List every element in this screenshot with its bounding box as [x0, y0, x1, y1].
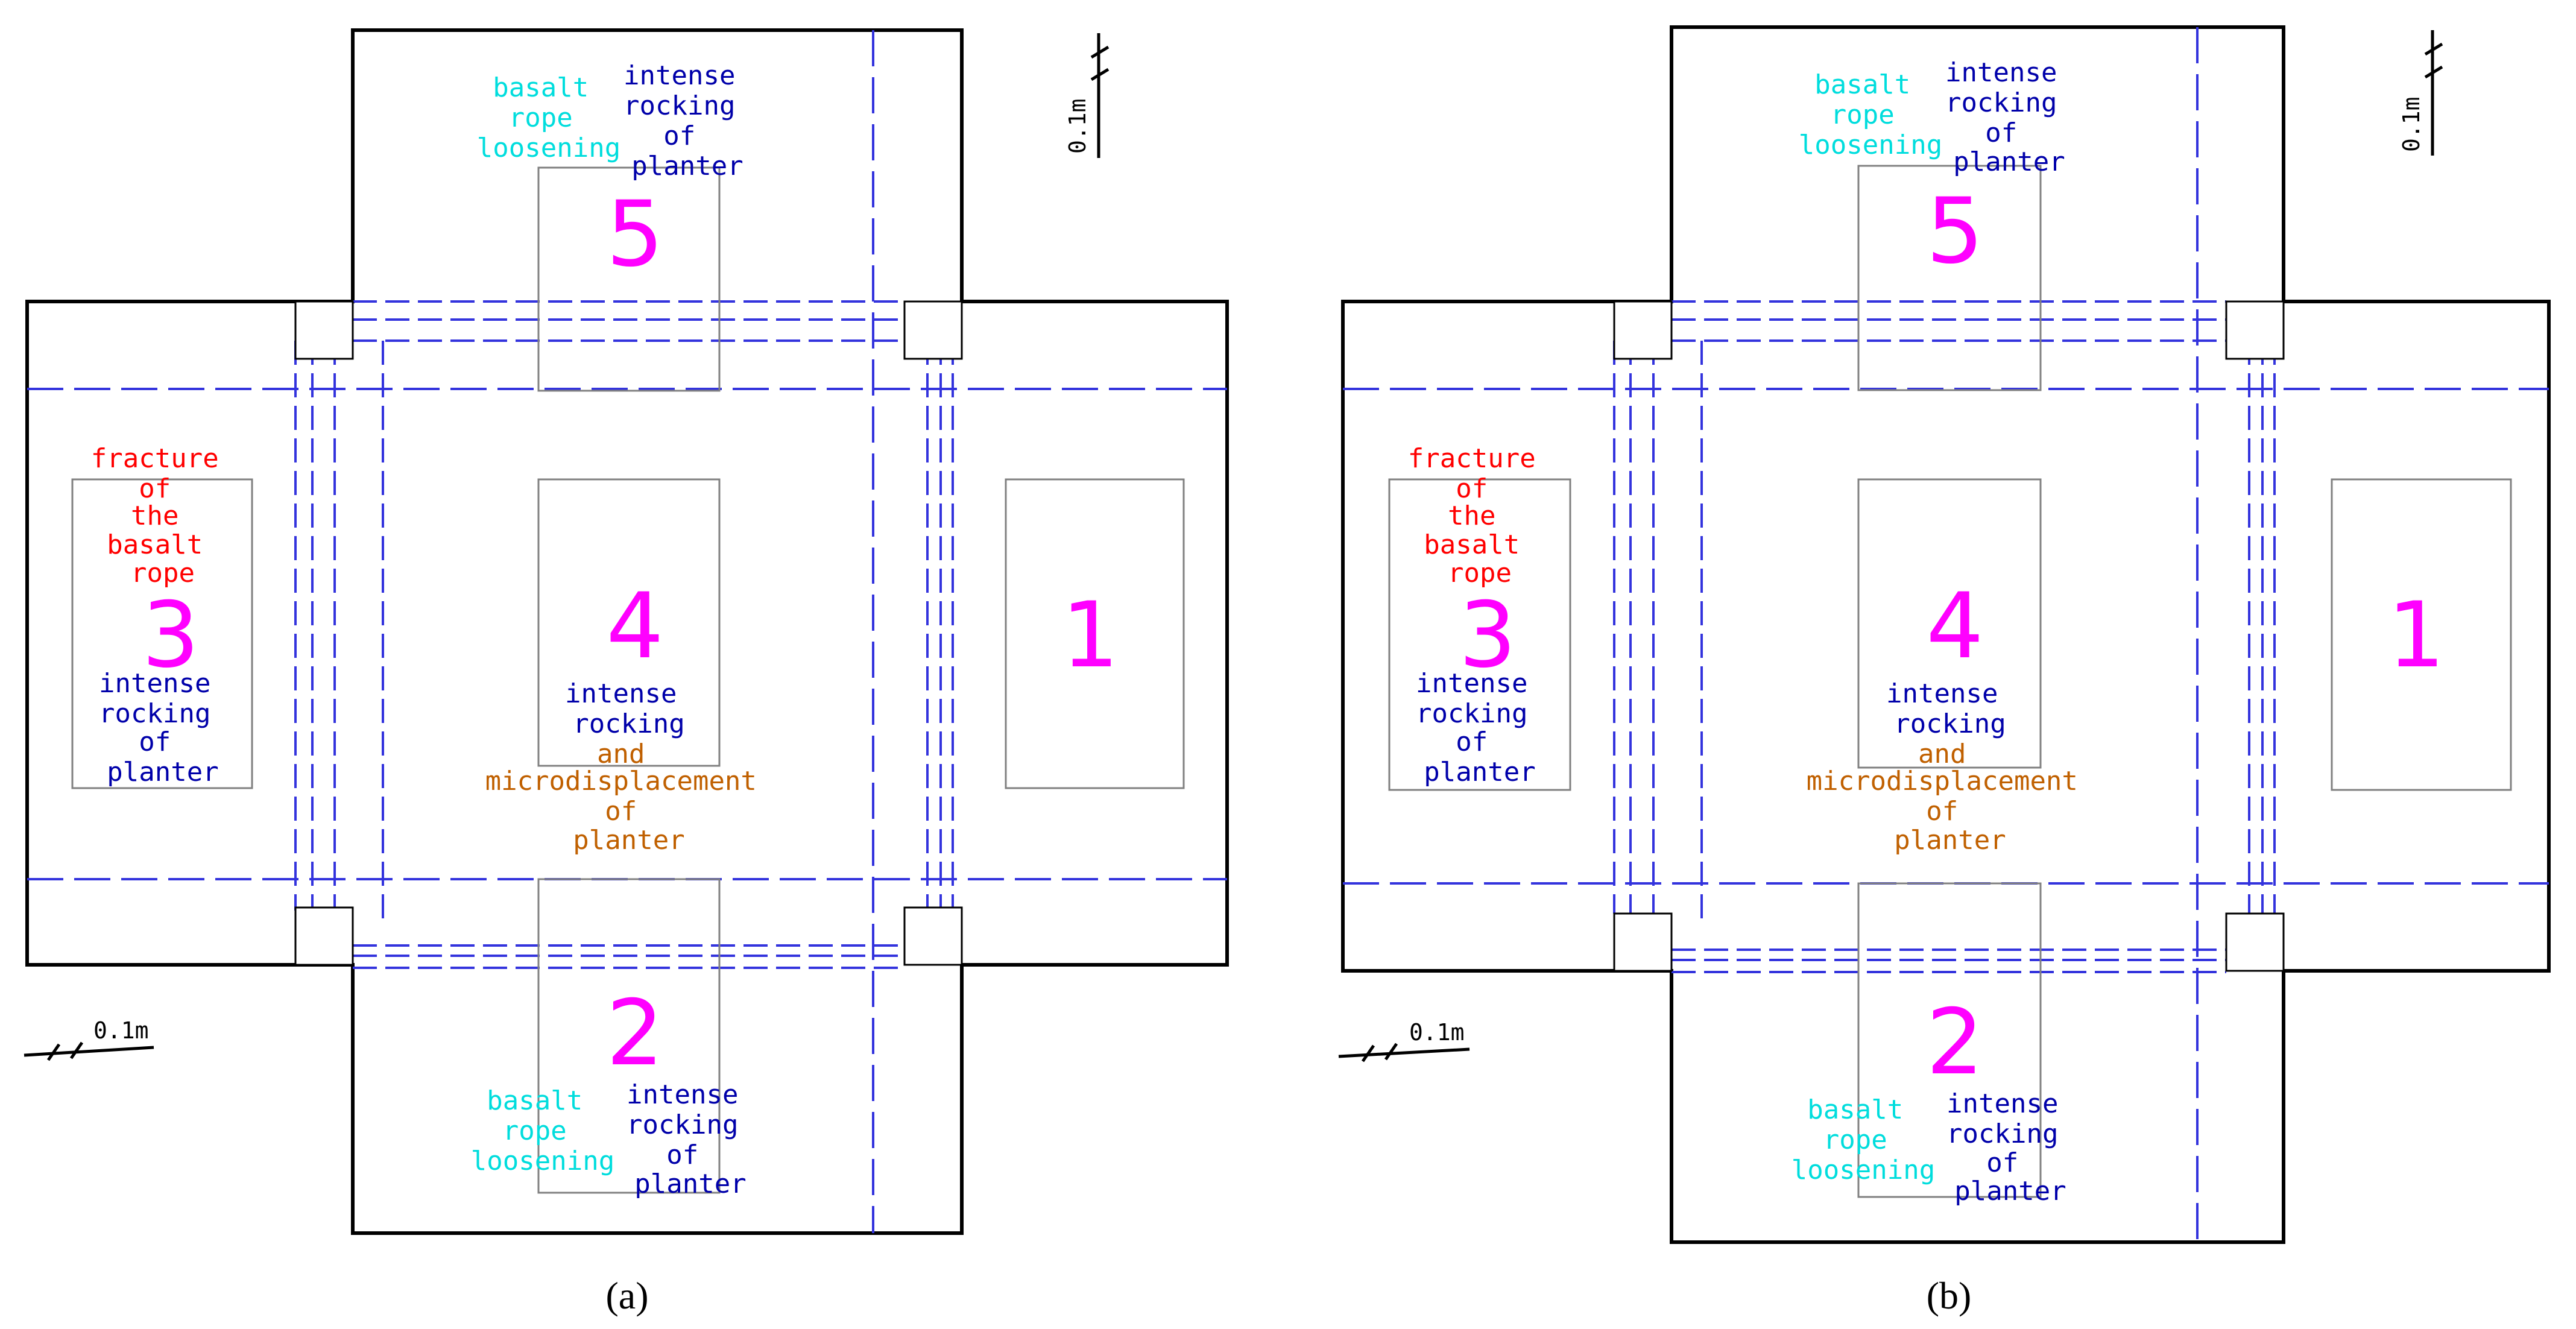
- rocking-label: intense rocking of planter: [99, 668, 227, 788]
- column: [1613, 912, 1673, 972]
- scale-bar-horizontal: 0.1m: [1338, 1019, 1470, 1062]
- zone-number-1: 1: [2387, 583, 2445, 688]
- column: [2225, 300, 2285, 360]
- rocking-label: intense rocking of planter: [623, 60, 751, 182]
- axis-lines: [27, 30, 1227, 1233]
- column: [294, 300, 354, 360]
- planter-box-5: [1857, 165, 2042, 391]
- zone-number-3: 3: [142, 583, 199, 688]
- scale-bar-horizontal: 0.1m: [24, 1017, 154, 1061]
- zone-number-2: 2: [606, 981, 663, 1086]
- scale-bar-vertical: 0.1m: [2398, 30, 2443, 156]
- panel-b: 5 3 4 1 2 basalt rope loosening intense …: [1338, 25, 2551, 1317]
- planter-box-3: [71, 478, 253, 789]
- rocking-label: intense rocking of planter: [1416, 668, 1544, 788]
- planter-box-4: [537, 478, 721, 767]
- planter-box-2: [1857, 882, 2042, 1198]
- rocking-label: intense rocking of planter: [1945, 57, 2073, 177]
- planter-box-2: [537, 878, 721, 1194]
- scale-label: 0.1m: [93, 1017, 149, 1044]
- column: [2225, 912, 2285, 972]
- zone-number-4: 4: [1926, 574, 1983, 679]
- microdisplacement-label: and microdisplacement of planter: [1807, 739, 2094, 856]
- rocking-label: intense rocking: [565, 678, 693, 739]
- scale-label: 0.1m: [1409, 1019, 1465, 1046]
- column: [1613, 300, 1673, 360]
- planter-box-5: [537, 166, 721, 392]
- column: [294, 906, 354, 966]
- rope-loosening-label: basalt rope loosening: [477, 72, 620, 163]
- panel-caption: (a): [605, 1274, 648, 1317]
- rope-fracture-label: fracture of the basalt rope: [1408, 443, 1552, 589]
- zone-number-5: 5: [1926, 179, 1983, 284]
- planter-box-3: [1388, 478, 1571, 791]
- panel-caption: (b): [1927, 1274, 1972, 1317]
- column: [903, 906, 963, 966]
- rocking-label: intense rocking of planter: [1946, 1088, 2074, 1207]
- rope-loosening-label: basalt rope loosening: [471, 1085, 614, 1176]
- rope-loosening-label: basalt rope loosening: [1792, 1094, 1935, 1185]
- planter-box-1: [1005, 478, 1185, 789]
- scale-bar-vertical: 0.1m: [1064, 33, 1110, 158]
- planter-box-4: [1857, 478, 2042, 769]
- scale-label: 0.1m: [2398, 96, 2425, 152]
- zone-number-1: 1: [1061, 583, 1119, 688]
- axis-lines: [1343, 27, 2549, 1242]
- column: [903, 300, 963, 360]
- rocking-label: intense rocking: [1886, 678, 2014, 739]
- zone-number-5: 5: [606, 182, 663, 287]
- scale-label: 0.1m: [1064, 98, 1091, 154]
- rocking-label: intense rocking of planter: [627, 1079, 754, 1199]
- rope-loosening-label: basalt rope loosening: [1799, 69, 1942, 160]
- rope-fracture-label: fracture of the basalt rope: [91, 443, 235, 589]
- microdisplacement-label: and microdisplacement of planter: [485, 739, 773, 856]
- zone-number-2: 2: [1926, 990, 1983, 1095]
- planter-box-1: [2331, 478, 2512, 791]
- zone-number-4: 4: [606, 574, 663, 679]
- panel-a: 5 3 4 1 2 basalt rope loosening intense …: [24, 28, 1229, 1317]
- zone-number-3: 3: [1459, 583, 1516, 688]
